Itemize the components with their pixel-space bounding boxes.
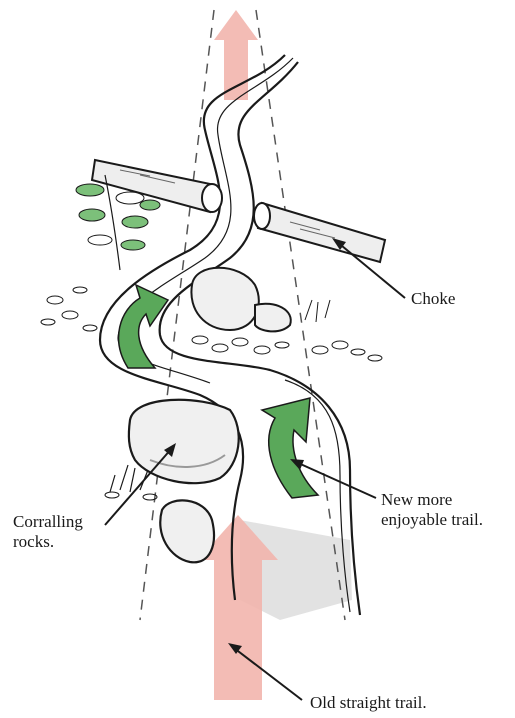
rock-corralling-large [129, 400, 239, 483]
rock-upper [191, 268, 290, 332]
leaf-litter-center [192, 336, 289, 354]
label-new-trail-line2: enjoyable trail. [381, 510, 483, 530]
label-new-trail: New more enjoyable trail. [381, 490, 483, 530]
leaf-litter-left [41, 287, 97, 331]
new-trail-arrow-lower [262, 398, 318, 498]
leaf-litter-right [305, 300, 382, 361]
label-corralling-line2: rocks. [13, 532, 83, 552]
label-corralling-line1: Corralling [13, 512, 83, 532]
log-right [254, 203, 385, 262]
label-choke: Choke [411, 289, 455, 309]
rock-corralling-small [160, 500, 214, 562]
label-corralling-rocks: Corralling rocks. [13, 512, 83, 552]
label-old-trail: Old straight trail. [310, 693, 427, 713]
label-new-trail-line1: New more [381, 490, 483, 510]
